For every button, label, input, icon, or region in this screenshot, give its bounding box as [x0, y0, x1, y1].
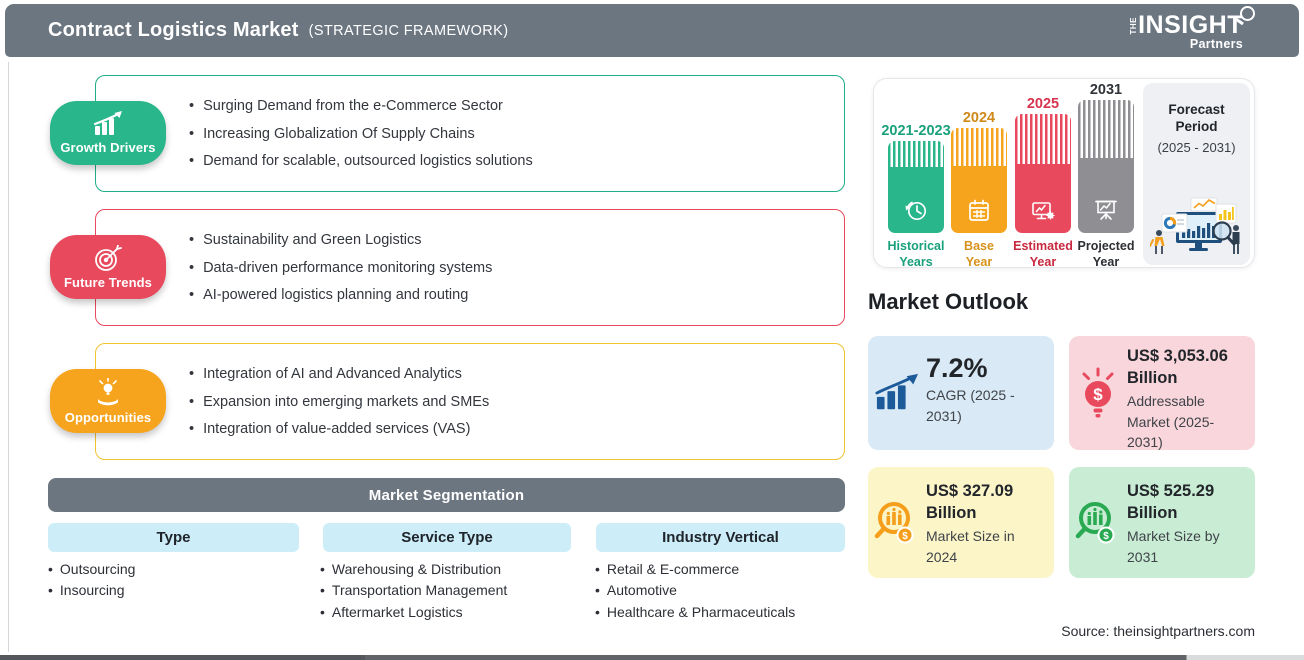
- growth-drivers-list: Surging Demand from the e-Commerce Secto…: [189, 93, 533, 176]
- future-trends-panel: Sustainability and Green Logistics Data-…: [95, 209, 845, 326]
- list-item: Demand for scalable, outsourced logistic…: [189, 148, 533, 176]
- svg-text:$: $: [1103, 531, 1109, 542]
- analytics-illustration: [1149, 197, 1239, 254]
- list-item: Transportation Management: [320, 580, 507, 601]
- source-text: Source: theinsightpartners.com: [1061, 623, 1255, 639]
- list-item: Outsourcing: [48, 559, 135, 580]
- target-dart-icon: [95, 244, 122, 271]
- future-trends-badge: Future Trends: [50, 235, 166, 299]
- badge-label: Opportunities: [64, 409, 152, 425]
- addressable-market-card: $ US$ 3,053.06 Billion Addressable Marke…: [1069, 336, 1255, 450]
- addressable-market-value: US$ 3,053.06 Billion: [1127, 347, 1228, 387]
- list-item: Surging Demand from the e-Commerce Secto…: [189, 93, 533, 121]
- list-item: Healthcare & Pharmaceuticals: [595, 602, 795, 623]
- future-trends-list: Sustainability and Green Logistics Data-…: [189, 227, 492, 310]
- opportunities-badge: Opportunities: [50, 369, 166, 433]
- market-size-2031-desc: Market Size by 2031: [1127, 528, 1220, 565]
- calendar-icon: [969, 199, 989, 221]
- list-item: Insourcing: [48, 580, 135, 601]
- svg-text:$: $: [1093, 385, 1103, 404]
- growth-drivers-panel: Surging Demand from the e-Commerce Secto…: [95, 75, 845, 192]
- logo-the-text: THE: [1129, 16, 1139, 35]
- history-clock-icon: [905, 201, 927, 221]
- logo-partners-text: Partners: [1189, 37, 1243, 51]
- opportunities-list: Integration of AI and Advanced Analytics…: [189, 361, 489, 444]
- segment-list-service-type: Warehousing & Distribution Transportatio…: [320, 559, 507, 623]
- historical-years-bar: [888, 141, 944, 233]
- list-item: Aftermarket Logistics: [320, 602, 507, 623]
- forecast-period-range: (2025 - 2031): [1157, 140, 1236, 155]
- svg-text:$: $: [902, 531, 908, 542]
- list-item: Expansion into emerging markets and SMEs: [189, 389, 489, 417]
- list-item: Sustainability and Green Logistics: [189, 227, 492, 255]
- timeline-card: 2021-2023 2024 2025 2031: [873, 78, 1255, 269]
- bulb-dollar-icon: $: [1082, 367, 1114, 418]
- left-edge-divider: [8, 62, 9, 652]
- opportunities-panel: Integration of AI and Advanced Analytics…: [95, 343, 845, 460]
- footer-bar: [0, 655, 1304, 660]
- list-item: Retail & E-commerce: [595, 559, 795, 580]
- market-size-2031-value: US$ 525.29 Billion: [1127, 482, 1215, 522]
- page-title: Contract Logistics Market: [48, 19, 299, 41]
- segment-list-industry-vertical: Retail & E-commerce Automotive Healthcar…: [595, 559, 795, 623]
- base-year-bar: [951, 128, 1007, 233]
- estimation-monitor-icon: [1032, 202, 1055, 220]
- timeline-year: 2031: [1089, 82, 1123, 98]
- list-item: Automotive: [595, 580, 795, 601]
- cagr-growth-icon: [875, 373, 919, 410]
- list-item: Warehousing & Distribution: [320, 559, 507, 580]
- cagr-desc: CAGR (2025 - 2031): [926, 387, 1015, 424]
- segment-header-service-type: Service Type: [323, 523, 571, 552]
- timeline-year: 2021-2023: [881, 123, 951, 139]
- header-bar: Contract Logistics Market (STRATEGIC FRA…: [5, 4, 1299, 57]
- market-segmentation-bar: Market Segmentation: [48, 478, 845, 512]
- magnifier-chart-icon: $: [1075, 501, 1115, 543]
- timeline-bar-label: Base Year: [964, 239, 994, 269]
- logo-insight-text: INSIGHT: [1138, 11, 1243, 39]
- estimated-year-bar: [1015, 114, 1071, 233]
- growth-drivers-badge: Growth Drivers: [50, 101, 166, 165]
- growth-chart-icon: [93, 111, 122, 135]
- market-size-2031-card: $ US$ 525.29 Billion Market Size by 2031: [1069, 467, 1255, 578]
- badge-label: Growth Drivers: [60, 140, 156, 155]
- cagr-value: 7.2%: [926, 353, 988, 383]
- addressable-market-desc: Addressable Market (2025- 2031): [1127, 393, 1215, 450]
- page-subtitle: (STRATEGIC FRAMEWORK): [308, 22, 509, 39]
- segment-header-type: Type: [48, 523, 299, 552]
- timeline-year: 2024: [962, 110, 996, 126]
- projected-year-bar: [1078, 100, 1134, 233]
- timeline-bar-label: Estimated Year: [1013, 239, 1073, 269]
- badge-label: Future Trends: [64, 274, 152, 290]
- timeline-bar-label: Historical Years: [887, 239, 945, 269]
- timeline-bar-label: Projected Year: [1077, 239, 1135, 269]
- forecast-period-panel: Forecast Period (2025 - 2031): [1143, 83, 1250, 265]
- list-item: Increasing Globalization Of Supply Chain…: [189, 121, 533, 149]
- forecast-period-title: Forecast Period: [1168, 102, 1225, 134]
- magnifier-chart-icon: $: [874, 501, 914, 543]
- market-outlook-title: Market Outlook: [868, 289, 1029, 314]
- segment-list-type: Outsourcing Insourcing: [48, 559, 135, 602]
- hand-lightbulb-icon: [98, 377, 118, 405]
- market-size-2024-card: $ US$ 327.09 Billion Market Size in 2024: [868, 467, 1054, 578]
- timeline-year: 2025: [1026, 96, 1060, 112]
- list-item: Integration of AI and Advanced Analytics: [189, 361, 489, 389]
- list-item: AI-powered logistics planning and routin…: [189, 282, 492, 310]
- segment-header-industry-vertical: Industry Vertical: [596, 523, 845, 552]
- list-item: Data-driven performance monitoring syste…: [189, 255, 492, 283]
- market-size-2024-value: US$ 327.09 Billion: [926, 482, 1014, 522]
- insight-partners-logo: THE INSIGHT Partners: [1129, 6, 1255, 51]
- list-item: Integration of value-added services (VAS…: [189, 416, 489, 444]
- magnifier-icon: [1240, 6, 1255, 21]
- cagr-card: 7.2% CAGR (2025 - 2031): [868, 336, 1054, 450]
- market-size-2024-desc: Market Size in 2024: [926, 528, 1015, 565]
- projection-screen-icon: [1095, 200, 1117, 220]
